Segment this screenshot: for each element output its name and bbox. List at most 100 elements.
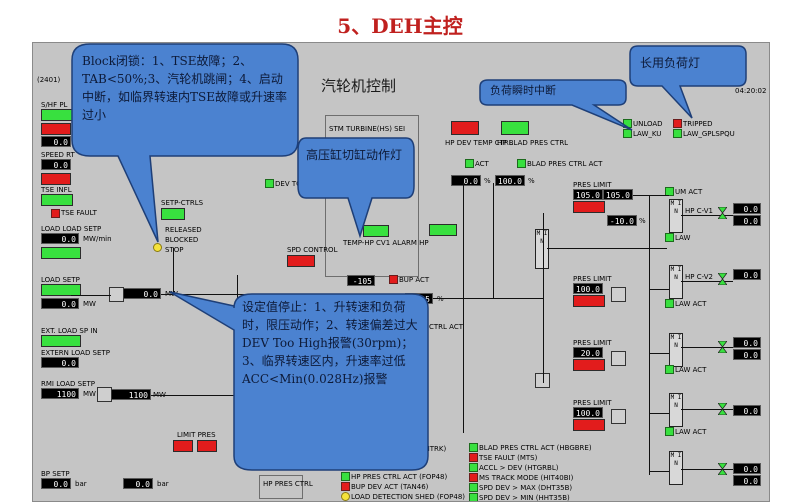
pres-limit-1-out: 105.0 xyxy=(603,189,633,200)
signal-line-7 xyxy=(543,213,544,383)
label-load-load: LOAD LOAD SETP xyxy=(41,225,102,233)
hp-pres-ctrl-act-indicator xyxy=(341,472,350,481)
label-act: ACT xyxy=(475,160,489,168)
bup-act-indicator xyxy=(389,275,398,284)
label-ext-load: EXT. LOAD SP IN xyxy=(41,327,98,335)
label-pct-1: % xyxy=(484,177,491,185)
law-act-indicator-2 xyxy=(665,299,674,308)
far-value-5: 0.0 xyxy=(733,349,761,360)
signal-line-9 xyxy=(633,195,669,196)
limit-pres-alarm-2 xyxy=(197,440,217,452)
label-law-act-3: LAW ACT xyxy=(675,366,707,374)
signal-line-21 xyxy=(463,183,464,433)
ramp-block-r3 xyxy=(611,351,626,366)
label-bp: BP SETP xyxy=(41,470,70,478)
min-block-3: M I N xyxy=(669,333,683,367)
label-hp-pres-ctrl: HP PRES CTRL xyxy=(263,480,313,488)
bottom-item-3: ACCL > DEV (HTGRBL) xyxy=(479,464,559,472)
bottom-item-5: SPD DEV > MAX (DHT35B) xyxy=(479,484,573,492)
pres-limit-2-alarm xyxy=(573,295,605,307)
label-hp-cv1: HP C-V1 xyxy=(685,207,713,215)
label-bar-1: bar xyxy=(75,480,87,488)
far-value-4: 0.0 xyxy=(733,337,761,348)
bottom-ind-6 xyxy=(469,493,478,501)
hp-pres-ctrl-frame xyxy=(259,475,303,499)
law-act-indicator-4 xyxy=(665,427,674,436)
slide-title: 5、DEH主控 xyxy=(337,14,463,38)
label-temp-hp: TEMP-HP CV1 ALARM HP xyxy=(343,239,429,247)
label-law-act-2: LAW ACT xyxy=(675,300,707,308)
signal-line-3 xyxy=(173,248,174,294)
label-hp-cv2: HP C-V2 xyxy=(685,273,713,281)
setpoint-callout-bubble xyxy=(169,291,429,471)
signal-line-17 xyxy=(681,347,733,348)
min-block-1: M I N xyxy=(669,199,683,233)
cylinder-callout-text: 高压缸切缸动作灯 xyxy=(306,148,403,162)
label-stm-turbine: STM TURBINE(HS) SEI xyxy=(329,125,406,133)
spd-ctrl-alarm xyxy=(287,255,315,267)
pres-limit-3-value: 20.0 xyxy=(573,347,603,358)
bottom-ind-5 xyxy=(469,483,478,492)
dev-neg-value: -105 xyxy=(347,275,375,286)
label-setp-ctrl: SETP-CTRLS xyxy=(161,199,204,207)
label-tripped: TRIPPED xyxy=(683,120,713,128)
panel-heading: 汽轮机控制 xyxy=(321,77,397,95)
label-spd-ctrl: SPD CONTROL xyxy=(287,246,338,254)
load-setp-status xyxy=(41,284,81,296)
label-law-act-4: LAW ACT xyxy=(675,428,707,436)
label-blad-pres-ctrl: BLAD PRES CTRL ACT xyxy=(527,160,603,168)
block-lamp xyxy=(153,243,162,252)
label-pres-limit-2: PRES LIMIT xyxy=(573,275,612,283)
label-tse: TSE INFL xyxy=(41,186,72,194)
bp-value: 0.0 xyxy=(41,478,71,489)
hp-dev-temp-alarm xyxy=(451,121,479,135)
signal-line-19 xyxy=(681,469,733,470)
valve-icon-5 xyxy=(718,463,727,475)
signal-line-6 xyxy=(493,183,494,298)
tse-fault-indicator xyxy=(51,209,60,218)
label-load-setp: LOAD SETP xyxy=(41,276,80,284)
speed-value: 0.0 xyxy=(41,159,71,170)
pres-limit-1-alarm xyxy=(573,201,605,213)
act-indicator xyxy=(465,159,474,168)
cylinder-callout-bubble xyxy=(297,137,415,239)
label-pres-limit-1: PRES LIMIT xyxy=(573,181,612,189)
bottom-item-4: MS TRACK MODE (HIT40BI) xyxy=(479,474,574,482)
signal-line-2 xyxy=(161,294,213,295)
bottom-item-2: TSE FAULT (MTS) xyxy=(479,454,538,462)
block-callout-bubble xyxy=(71,43,299,243)
law-gpl-indicator xyxy=(673,129,682,138)
label-um-act: UM ACT xyxy=(675,188,703,196)
bottom-ind-3 xyxy=(469,463,478,472)
label-bar-2: bar xyxy=(157,480,169,488)
valve-icon-1 xyxy=(718,207,727,219)
signal-line-1 xyxy=(71,295,111,296)
signal-line-14 xyxy=(649,471,669,472)
limit-pres-alarm-1 xyxy=(173,440,193,452)
dev-too-indicator xyxy=(265,179,274,188)
label-speed: SPEED RT xyxy=(41,151,75,159)
signal-line-8 xyxy=(547,248,667,249)
far-value-7: 0.0 xyxy=(733,463,761,474)
label-hp-dev-temp: HP DEV TEMP CTRL xyxy=(445,139,513,147)
label-hp-blad: HP BLAD PRES CTRL xyxy=(497,139,569,147)
ramp-block-r2 xyxy=(611,287,626,302)
signal-line-13 xyxy=(649,413,669,414)
pres-limit-1-value: 105.0 xyxy=(573,189,603,200)
label-pres-limit-4: PRES LIMIT xyxy=(573,399,612,407)
dev-hp-value: 0.0 xyxy=(451,175,481,186)
label-mw-1: MW xyxy=(83,300,96,308)
label-mtrk: (MTRK) xyxy=(421,445,447,453)
signal-line-15 xyxy=(681,215,733,216)
label-unload: UNLOAD xyxy=(633,120,663,128)
valve-icon-4 xyxy=(718,403,727,415)
bottom-item-1: BLAD PRES CTRL ACT (HBGBRE) xyxy=(479,444,592,452)
bottom-ind-4 xyxy=(469,473,478,482)
pres-limit-4-value: 100.0 xyxy=(573,407,603,418)
law-indicator-1 xyxy=(665,233,674,242)
label-released: RELEASED xyxy=(165,226,202,234)
setp-ctrl-status xyxy=(161,208,185,220)
load-setp-value: 0.0 xyxy=(41,298,79,309)
signal-line-11 xyxy=(649,289,669,290)
label-dev-too: DEV TOO xyxy=(275,180,308,188)
